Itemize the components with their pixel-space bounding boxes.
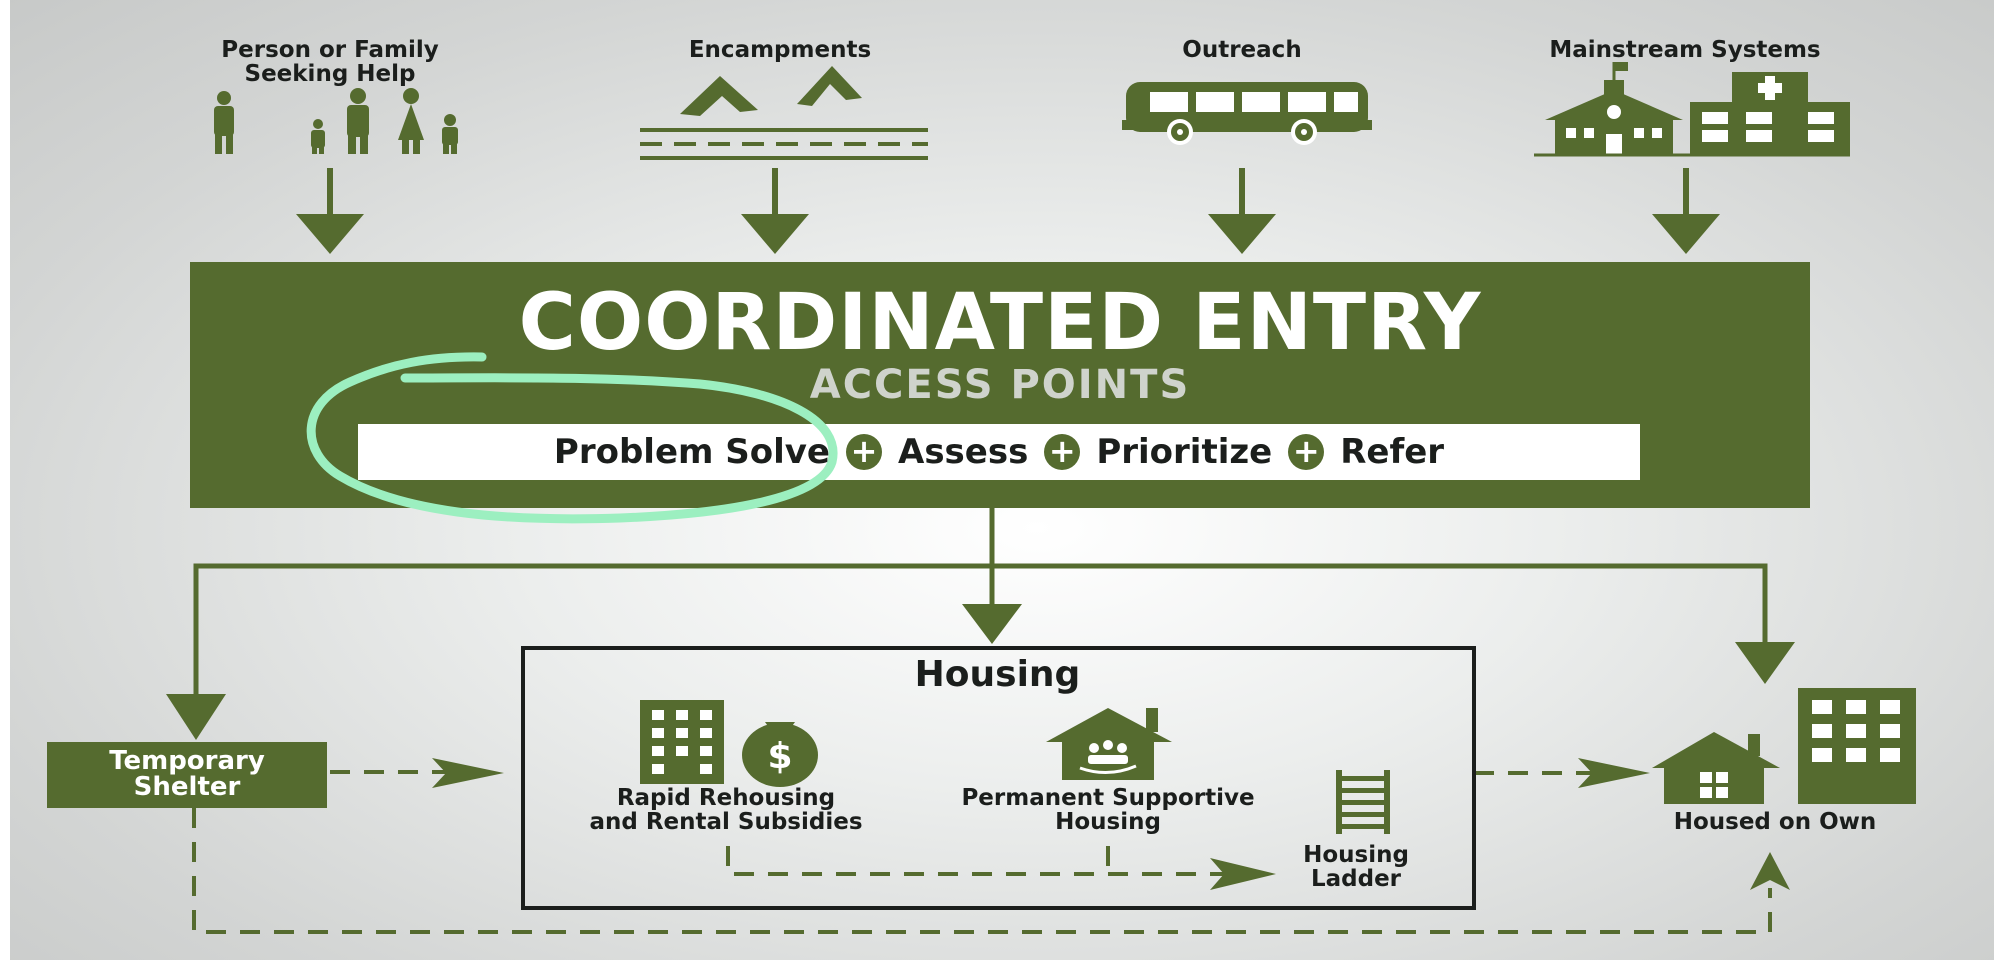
source-label-person-family: Person or Family Seeking Help xyxy=(221,37,439,88)
svg-text:$: $ xyxy=(767,736,792,777)
left-margin xyxy=(0,0,10,960)
plus-icon: + xyxy=(1288,434,1325,470)
house-building-icon xyxy=(1652,688,1916,804)
step-assess: Assess xyxy=(898,432,1029,472)
coordinated-entry-title: COORDINATED ENTRY xyxy=(518,278,1482,368)
tents-icon xyxy=(640,66,928,160)
flow-arrowheads xyxy=(166,604,1795,740)
step-problem-solve: Problem Solve xyxy=(553,432,830,472)
source-arrows xyxy=(296,168,1720,254)
family-icon xyxy=(214,88,458,154)
house-people-icon xyxy=(1046,708,1172,780)
housing-box xyxy=(521,646,1476,910)
building-money-icon: $ xyxy=(640,700,818,787)
housing-title: Housing xyxy=(914,654,1081,695)
bus-icon xyxy=(1122,82,1372,145)
housing-option-rapid-rehousing: Rapid Rehousing and Rental Subsidies xyxy=(589,785,863,836)
housing-option-housing-ladder: Housing Ladder xyxy=(1303,842,1409,893)
housed-on-own-label: Housed on Own xyxy=(1673,809,1877,835)
flow-connectors xyxy=(193,508,1768,700)
temporary-shelter-box xyxy=(47,742,327,808)
housing-option-permanent-supportive: Permanent Supportive Housing xyxy=(961,785,1255,836)
dashed-connectors xyxy=(192,770,1772,934)
access-steps-bar: Problem Solve + Assess + Prioritize + Re… xyxy=(358,424,1640,480)
step-refer: Refer xyxy=(1340,432,1445,472)
source-label-outreach: Outreach xyxy=(1182,37,1302,63)
step-prioritize: Prioritize xyxy=(1096,432,1273,472)
access-points-subtitle: ACCESS POINTS xyxy=(809,362,1191,408)
school-hospital-icon xyxy=(1534,62,1850,157)
source-label-encampments: Encampments xyxy=(688,37,872,63)
dashed-arrowheads xyxy=(432,758,1790,890)
plus-icon: + xyxy=(846,434,882,470)
source-label-mainstream-systems: Mainstream Systems xyxy=(1549,37,1821,63)
ladder-icon xyxy=(1336,770,1390,834)
plus-icon: + xyxy=(1044,434,1081,470)
temporary-shelter-label: Temporary Shelter xyxy=(109,746,265,802)
